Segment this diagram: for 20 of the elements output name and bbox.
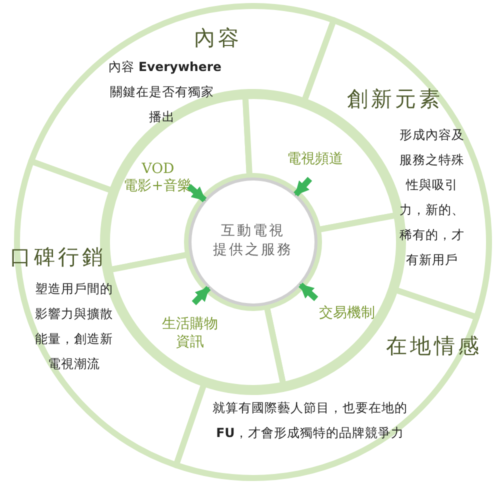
segment-heading: 口碑行銷 — [9, 244, 107, 271]
center-label: 互動電視 — [220, 222, 286, 240]
segment-heading: 創新元素 — [346, 86, 444, 113]
segment-label: VOD — [140, 160, 176, 178]
segment-label: 電視頻道 — [286, 150, 344, 168]
segment-heading: 在地情感 — [385, 333, 483, 360]
arrow — [298, 282, 318, 302]
center-label: 提供之服務 — [212, 241, 294, 259]
arrow — [192, 286, 211, 306]
segment-text: 形成內容及服務之特殊性與吸引力，新的、稀有的，才有新用戶 — [398, 126, 466, 269]
segment-text: 內容 Everywhere — [107, 58, 223, 76]
segment-text: 塑造用戶間的影響力與擴散能量，創造新電視潮流 — [34, 280, 114, 373]
segment-label: 交易機制 — [318, 304, 376, 322]
segment-heading: 內容 — [193, 25, 243, 52]
arrow — [186, 184, 207, 202]
segment-text: 就算有國際藝人節目，也要在地的FU，才會形成獨特的品牌競爭力 — [212, 399, 408, 442]
segment-text: 關鍵在是否有獨家播出 — [109, 83, 215, 126]
segment-label: 電影+音樂 — [122, 177, 192, 195]
arrow — [294, 176, 312, 196]
segment-label: 生活購物資訊 — [161, 315, 219, 351]
